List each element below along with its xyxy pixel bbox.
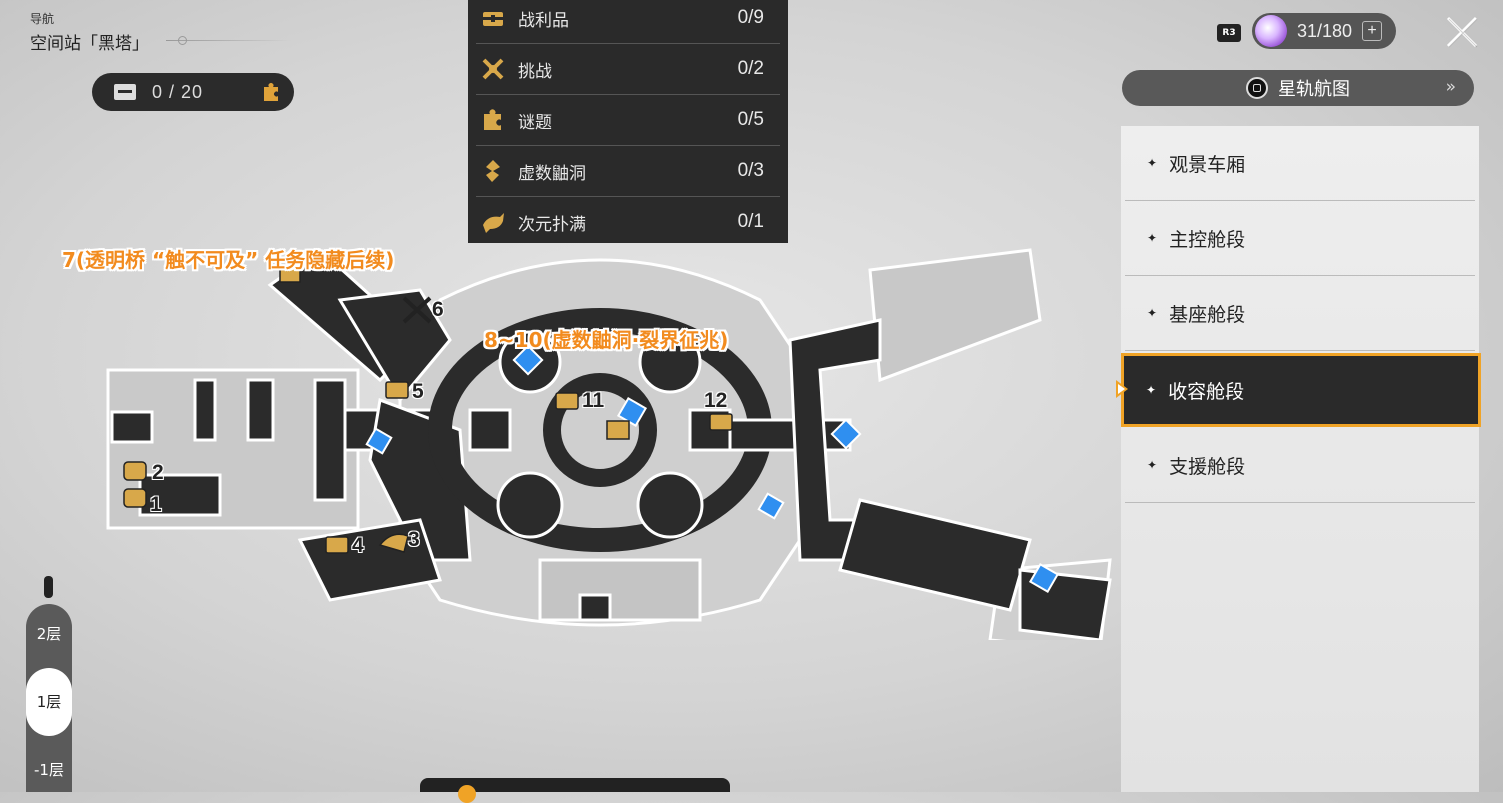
collectible-label: 谜题 — [518, 112, 552, 133]
chest-counter[interactable]: 0 / 20 — [92, 73, 294, 111]
star-bullet-icon: ✦ — [1147, 306, 1158, 320]
region-label: 观景车厢 — [1169, 153, 1246, 176]
trailblaze-power-counter[interactable]: 31/180 + — [1252, 13, 1396, 49]
map-annotation-7: 7(透明桥 “触不可及” 任务隐藏后续) — [62, 248, 395, 272]
map-marker-number: 4 — [352, 534, 364, 557]
region-item-parlor-car[interactable]: ✦ 观景车厢 — [1125, 126, 1475, 201]
collectible-count: 0/1 — [737, 211, 764, 232]
region-item-master-control-zone[interactable]: ✦ 主控舱段 — [1125, 201, 1475, 276]
treasure-chest-icon — [483, 12, 503, 26]
region-label: 收容舱段 — [1168, 380, 1245, 403]
map-marker-number: 2 — [152, 461, 164, 484]
add-power-button[interactable]: + — [1362, 21, 1383, 41]
map-annotation-8-10: 8~10(虚数鼬洞·裂界征兆) — [484, 328, 729, 352]
region-item-base-zone[interactable]: ✦ 基座舱段 — [1125, 276, 1475, 351]
collectible-row-weasel-hole[interactable]: 虚数鼬洞 0/3 — [476, 146, 780, 197]
current-location-title: 空间站「黑塔」 — [30, 34, 149, 54]
star-bullet-icon: ✦ — [1147, 458, 1158, 472]
map-marker-number: 5 — [412, 380, 424, 403]
collectible-row-puzzle[interactable]: 谜题 0/5 — [476, 95, 780, 146]
star-bullet-icon: ✦ — [1147, 231, 1158, 245]
nav-label: 导航 — [30, 12, 55, 26]
imaginary-weasel-hole-icon — [486, 160, 500, 182]
floor-button-1f[interactable]: 1层 — [26, 668, 72, 736]
collectible-row-dimension-bubble[interactable]: 次元扑满 0/1 — [476, 197, 780, 247]
collectible-label: 次元扑满 — [518, 214, 586, 235]
crossed-swords-icon — [482, 58, 504, 80]
region-label: 主控舱段 — [1169, 228, 1246, 251]
map-marker-number: 3 — [408, 528, 420, 551]
bottom-toolbar[interactable] — [420, 778, 730, 792]
star-bullet-icon: ✦ — [1147, 156, 1158, 170]
star-rail-map-button[interactable]: 星轨航图 » — [1122, 70, 1474, 106]
r3-button-hint: R3 — [1217, 24, 1241, 42]
trailblaze-power-icon — [1255, 15, 1287, 47]
star-bullet-icon: ✦ — [1146, 383, 1157, 397]
trailblaze-power-value: 31/180 — [1297, 20, 1353, 41]
collectible-label: 虚数鼬洞 — [518, 163, 586, 184]
floor-button-b1[interactable]: -1层 — [34, 761, 64, 779]
collectible-label: 战利品 — [518, 10, 569, 31]
region-label: 支援舱段 — [1169, 455, 1246, 478]
close-icon[interactable] — [1442, 12, 1482, 52]
map-marker-number: 1 — [150, 493, 162, 516]
collectible-row-loot[interactable]: 战利品 0/9 — [476, 0, 780, 44]
puzzle-piece-icon — [264, 83, 278, 101]
floor-button-2f[interactable]: 2层 — [36, 625, 62, 643]
treasure-chest-icon — [114, 84, 136, 100]
map-marker-number: 12 — [704, 389, 728, 412]
active-region-pointer-inner — [1118, 384, 1125, 394]
region-item-supply-zone[interactable]: ✦ 支援舱段 — [1125, 428, 1475, 503]
double-chevron-right-icon: » — [1445, 77, 1456, 97]
floor-selector: 2层 1层 -1层 — [26, 604, 72, 792]
floor-scroll-knob[interactable] — [44, 576, 53, 598]
map-marker-number: 6 — [432, 298, 444, 321]
chest-count: 0 / 20 — [152, 81, 204, 102]
map-marker-number: 11 — [582, 389, 605, 412]
collectible-label: 挑战 — [518, 61, 552, 82]
collectible-count: 0/2 — [737, 58, 764, 79]
collectible-row-challenge[interactable]: 挑战 0/2 — [476, 44, 780, 95]
star-rail-map-label: 星轨航图 — [1278, 79, 1350, 100]
region-item-storage-zone[interactable]: ✦ 收容舱段 — [1121, 353, 1481, 427]
collectible-count: 0/9 — [737, 7, 764, 28]
controller-button-icon — [1246, 77, 1268, 99]
collectible-count: 0/5 — [737, 109, 764, 130]
collectible-count: 0/3 — [737, 160, 764, 181]
nav-divider — [166, 40, 291, 41]
nav-divider-dot — [178, 36, 187, 45]
area-map[interactable] — [100, 240, 1120, 640]
region-label: 基座舱段 — [1169, 303, 1246, 326]
puzzle-piece-icon — [484, 109, 501, 130]
bottom-toolbar-indicator — [458, 785, 476, 803]
collectibles-panel: 战利品 0/9 挑战 0/2 谜题 0/5 虚数鼬洞 0/3 次元扑满 0/1 — [468, 0, 788, 243]
dimension-bubble-icon — [483, 213, 504, 233]
region-list: ✦ 观景车厢 ✦ 主控舱段 ✦ 基座舱段 ✦ 收容舱段 ✦ 支援舱段 — [1121, 126, 1481, 792]
